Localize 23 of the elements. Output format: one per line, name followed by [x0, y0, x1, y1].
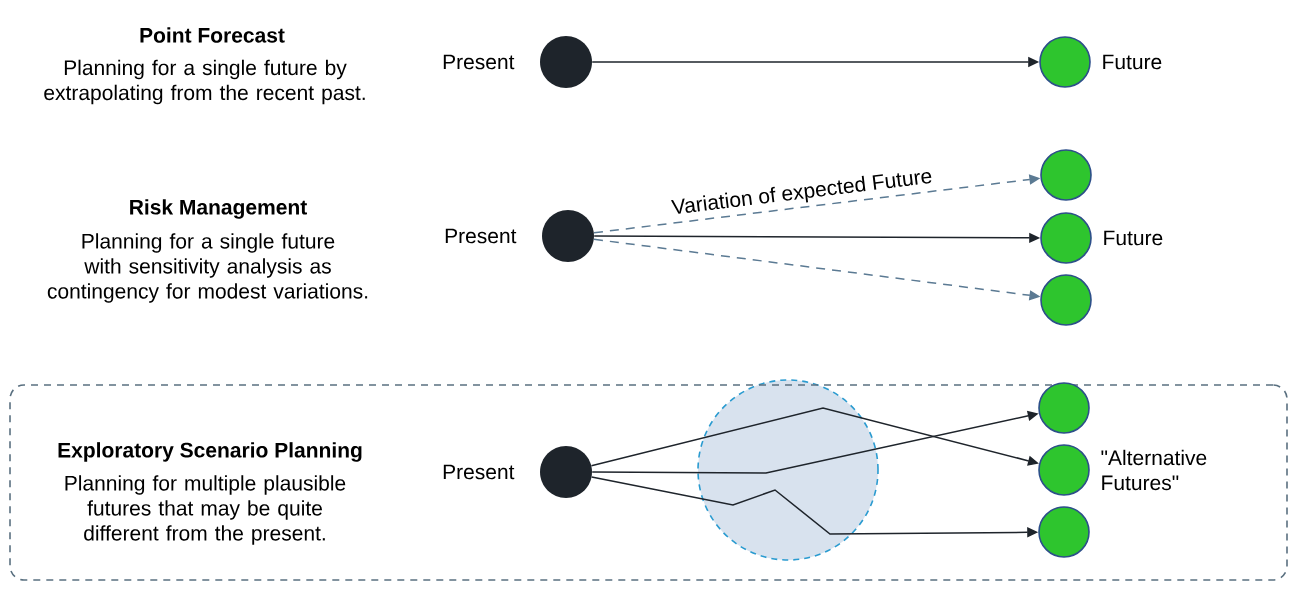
node-label: Future [1104, 230, 1163, 246]
future-circle [1038, 506, 1090, 558]
future-circle [1040, 274, 1092, 326]
node-label: Present [443, 464, 515, 480]
node-label: "Alternative Futures" [1101, 449, 1207, 491]
future-circle [1040, 212, 1092, 264]
heading: Risk Management [130, 199, 307, 219]
heading: Exploratory Scenario Planning [58, 442, 362, 462]
present-dot [542, 210, 594, 262]
heading: Point Forecast [140, 27, 285, 43]
future-circle [1038, 444, 1090, 496]
present-dot [540, 446, 592, 498]
node-label: Present [443, 54, 515, 70]
future-circle [1038, 382, 1090, 434]
description: Planning for a single future by extrapolating from the recent past. [44, 59, 365, 105]
description: Planning for a single future with sensitivity analysis as contingency for modest variations. [47, 233, 368, 303]
future-circle [1039, 36, 1091, 88]
node-label: Present [445, 228, 517, 244]
description: Planning for multiple plausible futures that may be quite different from the present. [65, 475, 346, 545]
edge-label: Variation of expected Future [669, 166, 935, 220]
node-label: Future [1103, 54, 1162, 70]
present-dot [540, 36, 592, 88]
future-circle [1040, 149, 1092, 201]
